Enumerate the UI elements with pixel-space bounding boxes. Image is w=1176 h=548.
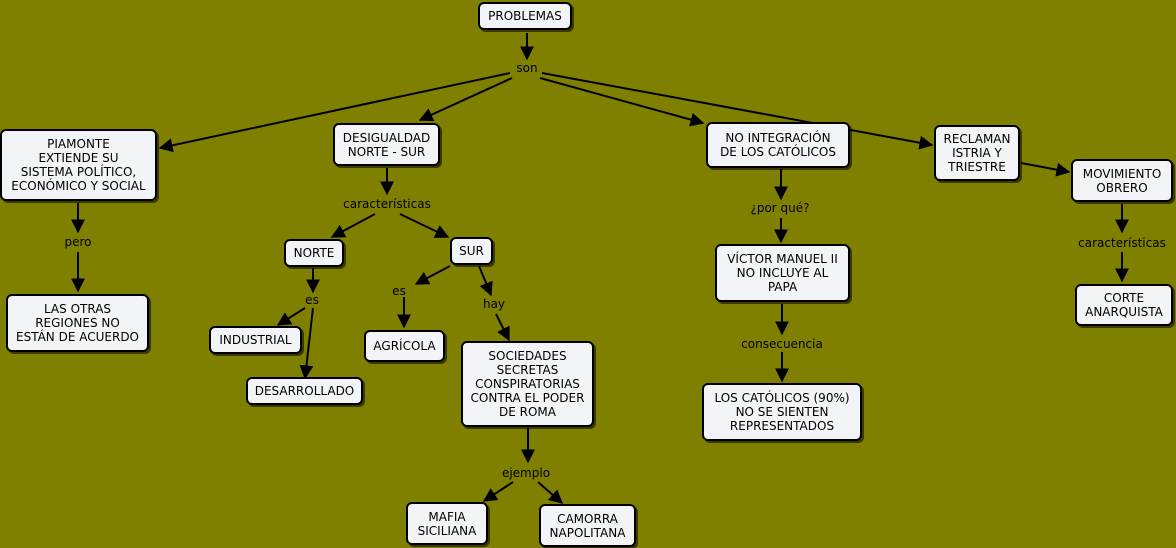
node-catolicos[interactable]: LOS CATÓLICOS (90%) NO SE SIENTEN REPRES… (702, 383, 862, 441)
node-problemas[interactable]: PROBLEMAS (478, 2, 572, 30)
node-norte[interactable]: NORTE (284, 239, 344, 267)
node-victor-manuel[interactable]: VÍCTOR MANUEL II NO INCLUYE AL PAPA (715, 244, 850, 302)
node-mafia[interactable]: MAFIA SICILIANA (406, 502, 488, 545)
link-pero: pero (64, 235, 92, 249)
node-camorra[interactable]: CAMORRA NAPOLITANA (539, 504, 636, 547)
link-es-norte: es (305, 293, 319, 307)
node-desarrollado[interactable]: DESARROLLADO (246, 377, 363, 405)
node-sociedades[interactable]: SOCIEDADES SECRETAS CONSPIRATORIAS CONTR… (461, 341, 594, 427)
node-agricola[interactable]: AGRÍCOLA (364, 330, 445, 362)
link-caracteristicas-1: características (343, 197, 431, 211)
node-piamonte[interactable]: PIAMONTE EXTIENDE SU SISTEMA POLÍTICO, E… (0, 129, 157, 201)
link-es-sur: es (392, 284, 406, 298)
link-consecuencia: consecuencia (741, 337, 823, 351)
link-hay: hay (482, 297, 506, 311)
node-sur[interactable]: SUR (450, 237, 493, 265)
node-desigualdad[interactable]: DESIGUALDAD NORTE - SUR (333, 123, 440, 166)
link-son: son (516, 61, 538, 75)
link-caracteristicas-2: características (1078, 236, 1166, 250)
node-industrial[interactable]: INDUSTRIAL (209, 326, 302, 354)
node-corte[interactable]: CORTE ANARQUISTA (1075, 284, 1173, 326)
node-no-integracion[interactable]: NO INTEGRACIÓN DE LOS CATÓLICOS (706, 122, 850, 168)
link-ejemplo: ejemplo (501, 466, 551, 480)
node-movimiento[interactable]: MOVIMIENTO OBRERO (1071, 159, 1173, 202)
node-reclaman[interactable]: RECLAMAN ISTRIA Y TRIESTRE (934, 125, 1020, 181)
link-por-que: ¿por qué? (750, 201, 810, 215)
node-otras-regiones[interactable]: LAS OTRAS REGIONES NO ESTÁN DE ACUERDO (6, 294, 149, 352)
